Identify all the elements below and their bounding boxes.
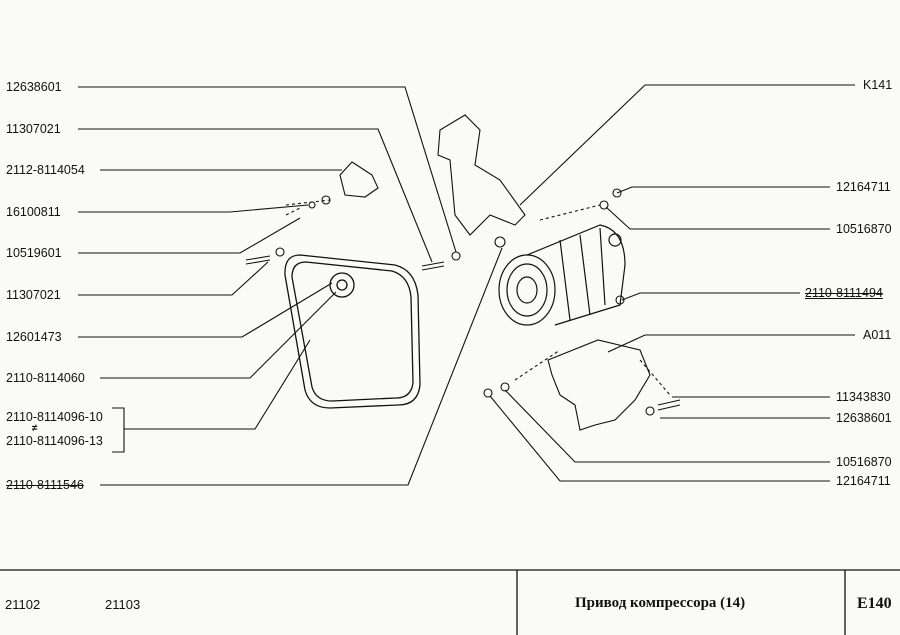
part-label-discontinued[interactable]: 2110-8111494: [805, 286, 883, 300]
part-label[interactable]: 10519601: [6, 246, 62, 260]
part-label-discontinued[interactable]: 2110-8111546: [6, 478, 84, 492]
part-label[interactable]: 10516870: [836, 222, 892, 236]
part-label[interactable]: A011: [863, 328, 892, 342]
part-label[interactable]: 2110-8114096-10: [6, 410, 103, 424]
part-label[interactable]: 2112-8114054: [6, 163, 85, 177]
bracket-drawings: [285, 114, 671, 431]
part-label[interactable]: 2110-8114096-13: [6, 434, 103, 448]
part-label[interactable]: 11343830: [836, 390, 891, 404]
fastener-drawings: [245, 188, 681, 416]
compressor-drawing: [498, 224, 626, 326]
leader-lines: [78, 84, 855, 486]
part-label[interactable]: 12638601: [6, 80, 62, 94]
part-label[interactable]: 12164711: [836, 474, 891, 488]
part-label[interactable]: 12164711: [836, 180, 891, 194]
part-label[interactable]: 11307021: [6, 288, 61, 302]
footer-frame: [0, 569, 900, 635]
part-label[interactable]: 11307021: [6, 122, 61, 136]
part-label[interactable]: 2110-8114060: [6, 371, 85, 385]
model-code: 21103: [105, 597, 141, 612]
part-label[interactable]: 12638601: [836, 411, 892, 425]
model-code: 21102: [5, 597, 41, 612]
page-title: Привод компрессора (14): [575, 595, 746, 611]
page-code: E140: [857, 595, 892, 612]
alternative-symbol: ≠: [32, 423, 38, 434]
part-label[interactable]: 12601473: [6, 330, 62, 344]
belt-drawing: [284, 254, 421, 409]
part-label[interactable]: K141: [863, 78, 893, 92]
part-label[interactable]: 10516870: [836, 455, 892, 469]
part-label[interactable]: 16100811: [6, 205, 61, 219]
